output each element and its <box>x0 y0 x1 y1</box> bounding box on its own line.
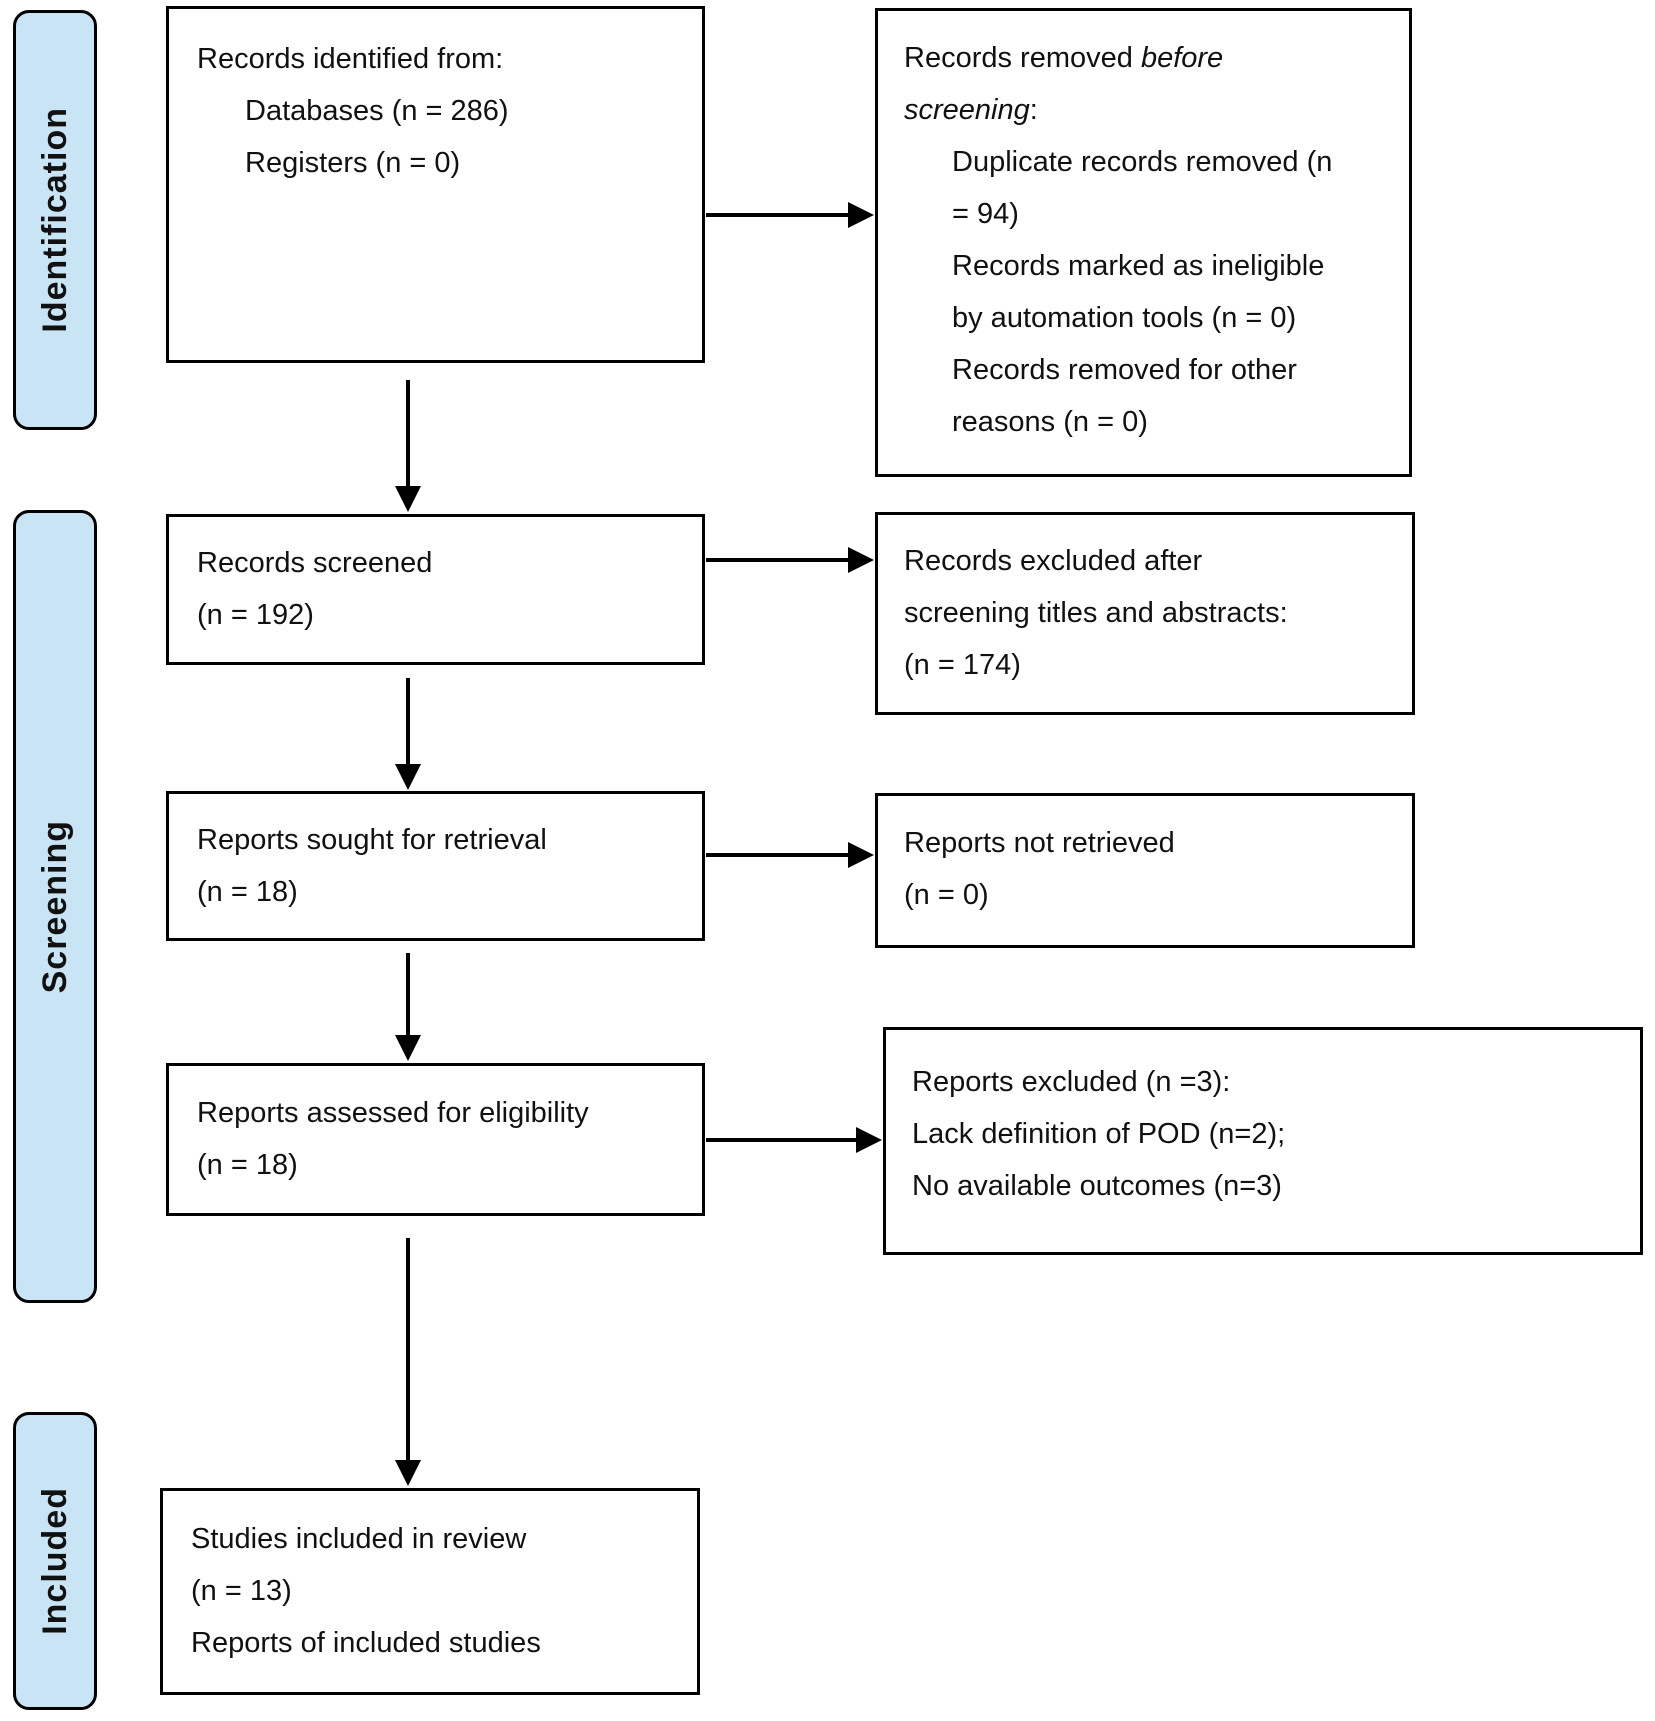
box-line: screening titles and abstracts: <box>904 597 1288 629</box>
box-line: Duplicate records removed (n <box>952 146 1333 178</box>
arrow-shaft <box>706 558 848 562</box>
box-records-removed: Records removed before screening: Duplic… <box>875 8 1412 477</box>
arrow-right-sought-to-not-retrieved <box>706 841 874 869</box>
box-line: (n = 18) <box>197 1149 298 1181</box>
box-line: Records removed for other <box>952 354 1297 386</box>
box-line: Databases (n = 286) <box>245 95 509 127</box>
stage-label: Included <box>35 1487 74 1635</box>
box-line: Records excluded after <box>904 545 1203 577</box>
arrow-head-icon <box>395 764 421 790</box>
box-line: Reports of included studies <box>191 1627 541 1659</box>
box-line: Records screened <box>197 547 433 579</box>
arrow-down-screened-to-sought <box>394 678 422 790</box>
box-line: No available outcomes (n=3) <box>912 1170 1282 1202</box>
box-line: Records removed before <box>904 42 1224 74</box>
box-line: (n = 18) <box>197 876 298 908</box>
stage-label: Screening <box>35 819 74 994</box>
box-line: (n = 192) <box>197 599 314 631</box>
arrow-shaft <box>706 213 848 217</box>
box-reports-sought: Reports sought for retrieval (n = 18) <box>166 791 705 941</box>
box-line: screening: <box>904 94 1038 126</box>
arrow-head-icon <box>856 1127 882 1153</box>
stage-identification: Identification <box>13 10 97 430</box>
box-line: Registers (n = 0) <box>245 147 461 179</box>
arrow-right-assessed-to-excluded <box>706 1126 882 1154</box>
box-reports-assessed: Reports assessed for eligibility (n = 18… <box>166 1063 705 1216</box>
box-line: Records identified from: <box>197 43 504 75</box>
arrow-head-icon <box>395 1460 421 1486</box>
box-line: (n = 0) <box>904 879 989 911</box>
box-line: Lack definition of POD (n=2); <box>912 1118 1286 1150</box>
arrow-right-screened-to-excluded <box>706 546 874 574</box>
arrow-head-icon <box>395 486 421 512</box>
arrow-shaft <box>406 380 410 486</box>
arrow-right-identified-to-removed <box>706 201 874 229</box>
arrow-head-icon <box>395 1035 421 1061</box>
arrow-shaft <box>406 953 410 1035</box>
box-reports-not-retrieved: Reports not retrieved (n = 0) <box>875 793 1415 948</box>
arrow-shaft <box>406 678 410 764</box>
stage-included: Included <box>13 1412 97 1710</box>
stage-screening: Screening <box>13 510 97 1303</box>
stage-label: Identification <box>35 107 74 333</box>
box-records-screened: Records screened (n = 192) <box>166 514 705 665</box>
arrow-down-identified-to-screened <box>394 380 422 512</box>
box-line: reasons (n = 0) <box>952 406 1148 438</box>
box-line: Studies included in review <box>191 1523 527 1555</box>
box-line: Reports assessed for eligibility <box>197 1097 589 1129</box>
box-reports-excluded: Reports excluded (n =3): Lack definition… <box>883 1027 1643 1255</box>
box-records-excluded: Records excluded after screening titles … <box>875 512 1415 715</box>
arrow-head-icon <box>848 202 874 228</box>
arrow-shaft <box>706 853 848 857</box>
arrow-shaft <box>406 1238 410 1460</box>
arrow-head-icon <box>848 547 874 573</box>
box-line: Records marked as ineligible <box>952 250 1325 282</box>
box-line: Reports sought for retrieval <box>197 824 547 856</box>
box-line: by automation tools (n = 0) <box>952 302 1297 334</box>
box-records-identified: Records identified from: Databases (n = … <box>166 6 705 363</box>
arrow-head-icon <box>848 842 874 868</box>
box-line: (n = 13) <box>191 1575 292 1607</box>
box-line: Reports excluded (n =3): <box>912 1066 1231 1098</box>
box-studies-included: Studies included in review (n = 13) Repo… <box>160 1488 700 1695</box>
box-line: = 94) <box>952 198 1019 230</box>
arrow-down-sought-to-assessed <box>394 953 422 1061</box>
box-line: Reports not retrieved <box>904 827 1175 859</box>
arrow-shaft <box>706 1138 856 1142</box>
box-line: (n = 174) <box>904 649 1021 681</box>
arrow-down-assessed-to-included <box>394 1238 422 1486</box>
